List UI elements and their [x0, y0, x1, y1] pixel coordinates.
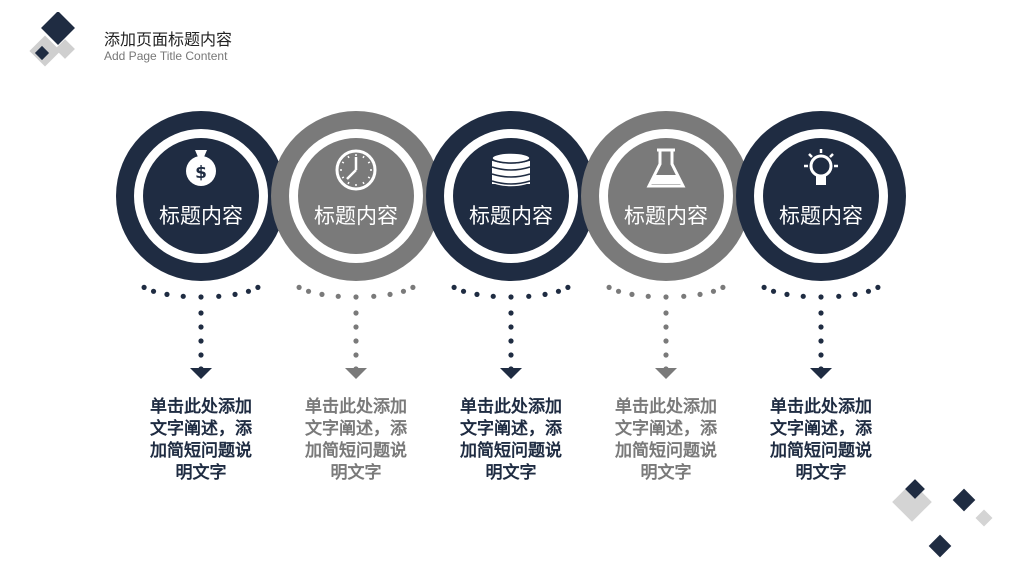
- logo-diamonds-icon: [29, 12, 75, 67]
- page-subtitle: Add Page Title Content: [104, 49, 228, 63]
- step-3-connector: [451, 284, 571, 379]
- step-2-arrow-icon: [345, 368, 367, 379]
- description-line: 文字阐述，添: [770, 419, 872, 439]
- step-4-circle: 标题内容: [581, 111, 751, 281]
- step-3-description: 单击此处添加文字阐述，添加简短问题说明文字: [451, 396, 571, 484]
- decor-diamonds-icon: [892, 479, 993, 558]
- step-4-connector: [606, 284, 726, 379]
- step-4-description: 单击此处添加文字阐述，添加简短问题说明文字: [606, 396, 726, 484]
- description-line: 明文字: [485, 463, 537, 483]
- flask-icon: [646, 148, 686, 188]
- step-1-circle: $ 标题内容: [116, 111, 286, 281]
- description-line: 明文字: [795, 463, 847, 483]
- description-line: 文字阐述，添: [460, 419, 562, 439]
- lightbulb-icon: [804, 149, 838, 185]
- description-line: 单击此处添加: [460, 397, 562, 417]
- description-line: 单击此处添加: [305, 397, 407, 417]
- step-5-connector: [761, 284, 881, 379]
- description-line: 加简短问题说: [150, 441, 252, 461]
- description-line: 加简短问题说: [460, 441, 562, 461]
- step-5-label: 标题内容: [779, 204, 863, 228]
- description-line: 文字阐述，添: [615, 419, 717, 439]
- step-1-connector: [141, 284, 261, 379]
- page-title: 添加页面标题内容: [104, 30, 233, 49]
- step-5-arrow-icon: [810, 368, 832, 379]
- step-2-connector: [296, 284, 416, 379]
- step-3-arrow-icon: [500, 368, 522, 379]
- database-icon: [491, 152, 531, 188]
- description-line: 明文字: [330, 463, 382, 483]
- step-3-circle: 标题内容: [426, 111, 596, 281]
- description-line: 文字阐述，添: [150, 419, 252, 439]
- step-5-description: 单击此处添加文字阐述，添加简短问题说明文字: [761, 396, 881, 484]
- description-line: 单击此处添加: [770, 397, 872, 417]
- description-line: 单击此处添加: [615, 397, 717, 417]
- description-line: 文字阐述，添: [305, 419, 407, 439]
- step-4-arrow-icon: [655, 368, 677, 379]
- step-5-circle: 标题内容: [736, 111, 906, 281]
- step-1-arrow-icon: [190, 368, 212, 379]
- description-line: 单击此处添加: [150, 397, 252, 417]
- description-line: 加简短问题说: [305, 441, 407, 461]
- description-line: 明文字: [175, 463, 227, 483]
- clock-icon: [335, 149, 377, 191]
- description-line: 加简短问题说: [770, 441, 872, 461]
- step-2-circle: 标题内容: [271, 111, 441, 281]
- description-line: 明文字: [640, 463, 692, 483]
- step-3-label: 标题内容: [469, 204, 553, 228]
- description-line: 加简短问题说: [615, 441, 717, 461]
- svg-text:$: $: [195, 163, 207, 183]
- step-1-description: 单击此处添加文字阐述，添加简短问题说明文字: [141, 396, 261, 484]
- money-bag-icon: $: [186, 150, 216, 186]
- step-2-label: 标题内容: [314, 204, 398, 228]
- step-4-label: 标题内容: [624, 204, 708, 228]
- step-1-label: 标题内容: [159, 204, 243, 228]
- step-2-description: 单击此处添加文字阐述，添加简短问题说明文字: [296, 396, 416, 484]
